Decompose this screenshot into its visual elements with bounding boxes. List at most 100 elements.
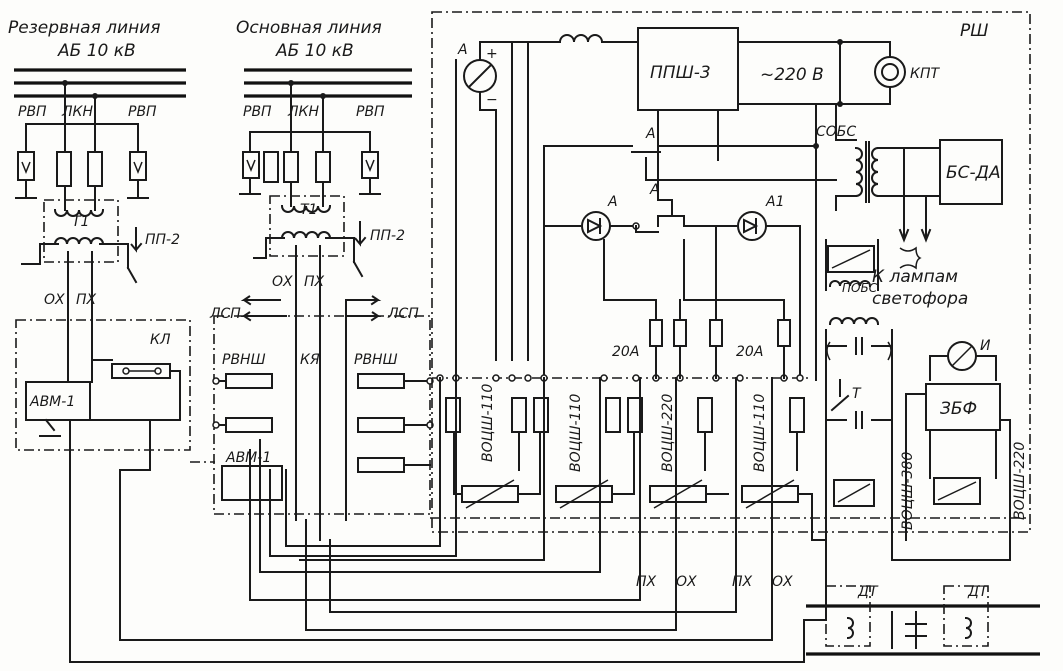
main-line-busbars: [244, 68, 412, 98]
label-vocsh-220-right: ВОЦШ-220: [1012, 442, 1028, 520]
label-diode-a1: А1: [765, 194, 784, 210]
t1-main-primary: [280, 204, 332, 213]
kya-panel: [213, 315, 431, 515]
label-px-main: ПХ: [304, 274, 325, 290]
avm1-breaker-main: [221, 465, 283, 501]
rvnsh-right-3: [357, 457, 405, 473]
label-rsh: РШ: [960, 21, 988, 41]
label-fuse-20a-right: 20А: [736, 344, 763, 360]
label-avm1-main: АВМ-1: [225, 450, 271, 466]
plus-sign: +: [486, 46, 498, 62]
main-line-voltage: АБ 10 кВ: [275, 41, 354, 61]
label-pp2-reserve: ПП-2: [145, 232, 180, 248]
label-kl: КЛ: [150, 332, 171, 348]
kl-panel: [15, 319, 191, 451]
fuse-20a-1: [649, 319, 663, 347]
label-dt-right: ДТ: [967, 584, 989, 600]
label-t: Т: [852, 386, 862, 402]
label-vocsh-110-a: ВОЦШ-110: [480, 384, 496, 462]
label-vocsh-110-b: ВОЦШ-110: [568, 394, 584, 472]
label-bsda: БС-ДА: [946, 163, 1001, 183]
main-line-title: Основная линия: [236, 18, 382, 38]
arrester-rvp-main-right: [361, 151, 379, 179]
label-kpt: КПТ: [910, 66, 940, 82]
label-220v: ~220 В: [760, 65, 824, 85]
label-lkn-reserve: ЛКН: [61, 104, 93, 120]
ppsh3-unit: [637, 27, 739, 111]
dt-left: [825, 585, 871, 647]
rvnsh-right-2: [357, 417, 405, 433]
zbf-unit: [925, 383, 1001, 431]
arrester-rvp-left: [17, 151, 35, 181]
fuse-lkn-a: [56, 151, 72, 187]
terminal-row: [436, 374, 804, 382]
reserve-line-title: Резервная линия: [8, 18, 161, 38]
label-to-lamps: К лампам: [872, 267, 958, 287]
rsh-cabinet: [431, 11, 1031, 533]
label-ox-reserve: ОХ: [44, 292, 65, 308]
lsp-left-arrow-a: [240, 295, 281, 306]
label-kya: КЯ: [300, 352, 320, 368]
label-fuse-20a-left: 20А: [612, 344, 639, 360]
fuse-lkn-b: [87, 151, 103, 187]
rvnsh-left-2: [225, 417, 273, 433]
rvnsh-right-1: [357, 373, 405, 389]
label-px-bottom-1: ПХ: [636, 574, 657, 590]
label-vocsh-220: ВОЦШ-220: [660, 394, 676, 472]
label-lsp-right: ЛСП: [387, 306, 419, 322]
arrester-rvp-main-left: [242, 151, 260, 179]
label-ox-bottom-1: ОХ: [676, 574, 697, 590]
pp2-main-arrow: [354, 221, 367, 247]
fuse-main-a: [263, 151, 279, 183]
fuse-main-c: [315, 151, 331, 183]
pp2-reserve-arrow: [130, 227, 143, 253]
fuse-main-b: [283, 151, 299, 183]
label-t1-main: Т1: [300, 202, 317, 218]
reserve-line-voltage: АБ 10 кВ: [57, 41, 136, 61]
fuse-20a-3: [709, 319, 723, 347]
label-t1-reserve: Т1: [72, 214, 89, 230]
lsp-right-arrow-b: [345, 311, 382, 322]
label-ammeter: А: [457, 42, 468, 58]
label-vocsh-380: ВОЦШ-380: [900, 452, 916, 530]
label-px-bottom-2: ПХ: [732, 574, 753, 590]
varistors: [461, 479, 799, 509]
arrester-rvp-right: [129, 151, 147, 181]
minus-sign: −: [486, 92, 498, 108]
rvnsh-left-1: [225, 373, 273, 389]
label-ppsh3: ППШ-3: [650, 63, 711, 83]
label-rvnsh-left: РВНШ: [222, 352, 266, 368]
bs-da-unit: [939, 139, 1003, 205]
label-dt-left: ДТ: [857, 584, 879, 600]
label-rvnsh-right: РВНШ: [354, 352, 398, 368]
label-diode-a: А: [607, 194, 618, 210]
label-lsp-left: ЛСП: [209, 306, 241, 322]
main-switchgear: [239, 80, 381, 301]
label-signal: светофора: [872, 289, 968, 309]
vocsh-resistors: [445, 397, 805, 433]
label-i: И: [980, 338, 991, 354]
avm1-breaker-reserve: [25, 381, 91, 421]
label-ox-main: ОХ: [272, 274, 293, 290]
feeder-loops: [69, 369, 1011, 663]
sobs-primary: [854, 146, 863, 198]
label-vocsh-110-c: ВОЦШ-110: [752, 394, 768, 472]
label-ox-bottom-2: ОХ: [772, 574, 793, 590]
label-zbf: ЗБФ: [940, 399, 977, 419]
lsp-right-arrow-a: [345, 295, 382, 306]
label-rvp-reserve-right: РВП: [128, 104, 157, 120]
reserve-line-busbars: [14, 68, 186, 98]
dt-right: [943, 585, 989, 647]
sobs-secondary: [871, 146, 880, 198]
fuse-20a-4: [777, 319, 791, 347]
choke-inductor: [558, 34, 604, 44]
label-contact-a-top: А: [645, 126, 656, 142]
fuse-20a-2: [673, 319, 687, 347]
label-pp2-main: ПП-2: [370, 228, 405, 244]
reserve-switchgear: [15, 80, 149, 321]
t1-reserve-secondary: [53, 237, 105, 246]
lsp-left-arrow-b: [240, 311, 287, 322]
label-contact-a-mid: А: [649, 182, 660, 198]
